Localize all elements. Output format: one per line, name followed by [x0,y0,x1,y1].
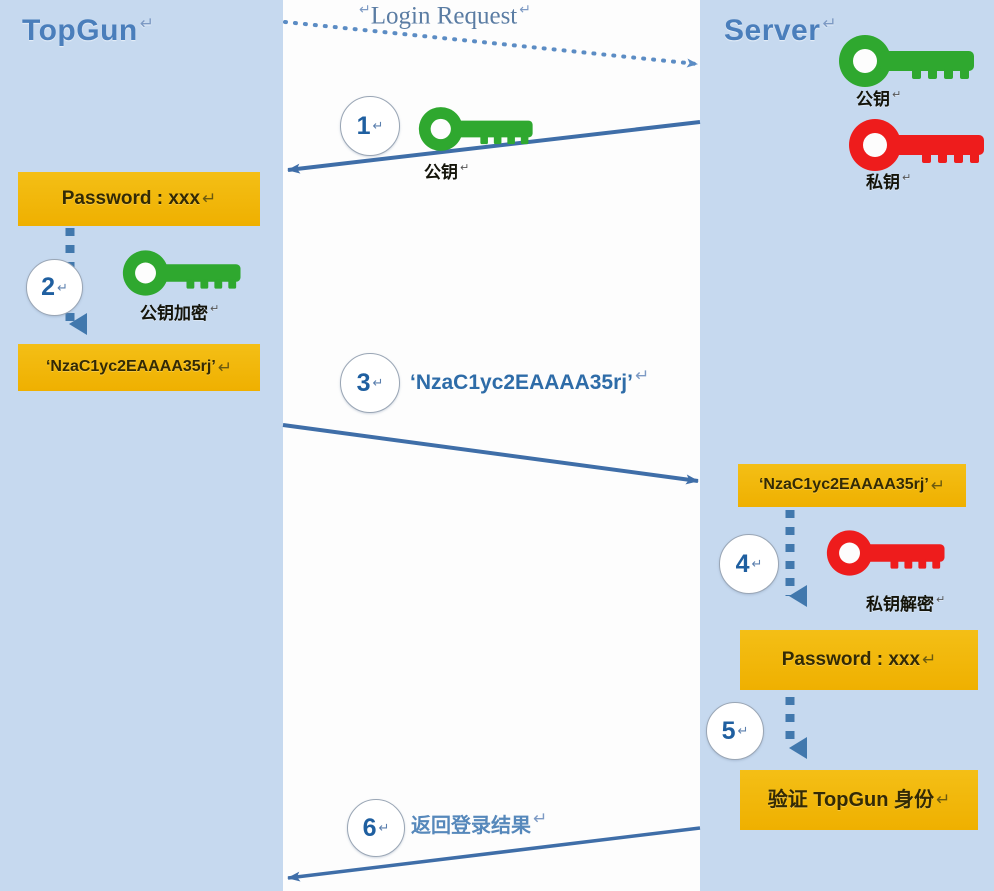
step6-label-text: 返回登录结果 [411,815,531,837]
public-key-caption-server: 公钥↵ [856,85,901,110]
step-number-2: 2 [41,273,55,301]
pilcrow-mark: ↵ [922,650,937,670]
step6-result-label: 返回登录结果↵ [411,809,547,838]
pilcrow-mark: ↵ [822,14,838,33]
step-marker-2: 2↵ [26,259,83,316]
step1-label-text: 公钥 [424,163,458,183]
pilcrow-mark: ↵ [139,14,155,33]
step-marker-6: 6↵ [347,799,405,857]
pilcrow-mark: ↵ [634,366,650,385]
lane-title-topgun-label: TopGun [22,14,138,47]
login-request-label: ↵Login Request↵ [357,2,531,30]
pilcrow-mark: ↵ [57,279,68,295]
step-number-3: 3 [356,368,371,397]
step-number-6: 6 [362,813,377,842]
box-verify-identity-text: 验证 TopGun 身份 [767,788,935,811]
box-password-server: Password : xxx↵ [740,630,978,690]
box-ciphertext-server-text: ‘NzaC1yc2EAAAA35rj’ [758,476,929,494]
pilcrow-mark: ↵ [533,809,548,829]
step3-label-text: ‘NzaC1yc2EAAAA35rj’ [410,371,633,394]
step-number-4: 4 [735,549,750,578]
private-key-caption-text: 私钥 [866,173,900,193]
step-marker-5: 5↵ [706,702,764,760]
box-password-client-text: Password : xxx [61,188,201,210]
box-ciphertext-server: ‘NzaC1yc2EAAAA35rj’↵ [738,464,966,507]
step1-public-key-label: 公钥↵ [424,158,469,183]
public-key-icon-transit [418,107,533,151]
lane-title-server: Server↵ [724,14,837,48]
pilcrow-mark: ↵ [930,475,946,495]
pilcrow-mark: ↵ [202,189,217,209]
step-marker-3: 3↵ [340,353,400,413]
pilcrow-mark: ↵ [359,3,371,18]
box-password-server-text: Password : xxx [781,649,921,671]
private-key-caption-server: 私钥↵ [866,168,911,193]
pilcrow-mark: ↵ [737,723,749,738]
pilcrow-mark: ↵ [519,3,531,18]
login-request-text: Login Request [370,2,518,30]
pilcrow-mark: ↵ [751,556,763,571]
step-marker-4: 4↵ [719,534,779,594]
box-ciphertext-client-text: ‘NzaC1yc2EAAAA35rj’ [45,358,216,376]
step-marker-1: 1↵ [340,96,400,156]
private-key-icon-server [849,119,984,171]
lane-title-topgun: TopGun↵ [22,14,154,48]
pilcrow-mark: ↵ [378,820,390,835]
pilcrow-mark: ↵ [460,161,470,175]
lane-background-topgun [0,0,283,891]
box-password-client: Password : xxx↵ [18,172,260,226]
pilcrow-mark: ↵ [210,302,220,316]
box-ciphertext-client: ‘NzaC1yc2EAAAA35rj’↵ [18,344,260,391]
step2-encrypt-label: 公钥加密↵ [140,299,219,324]
pilcrow-mark: ↵ [936,790,951,810]
pilcrow-mark: ↵ [892,88,902,102]
pilcrow-mark: ↵ [936,593,946,607]
private-key-icon-decrypt [826,530,945,576]
step3-ciphertext-label: ‘NzaC1yc2EAAAA35rj’↵ [410,366,649,395]
pilcrow-mark: ↵ [902,171,912,185]
public-key-icon-server [839,35,974,87]
step4-decrypt-label: 私钥解密↵ [866,590,945,615]
pilcrow-mark: ↵ [372,375,384,390]
lane-title-server-label: Server [724,14,821,47]
box-verify-identity-server: 验证 TopGun 身份↵ [740,770,978,830]
pilcrow-mark: ↵ [372,118,384,133]
pilcrow-mark: ↵ [217,357,233,377]
step-number-1: 1 [356,111,371,140]
step2-label-text: 公钥加密 [140,304,208,324]
public-key-icon-encrypt [122,250,241,296]
step4-label-text: 私钥解密 [866,595,934,615]
public-key-caption-text: 公钥 [856,90,890,110]
step-number-5: 5 [721,716,736,745]
